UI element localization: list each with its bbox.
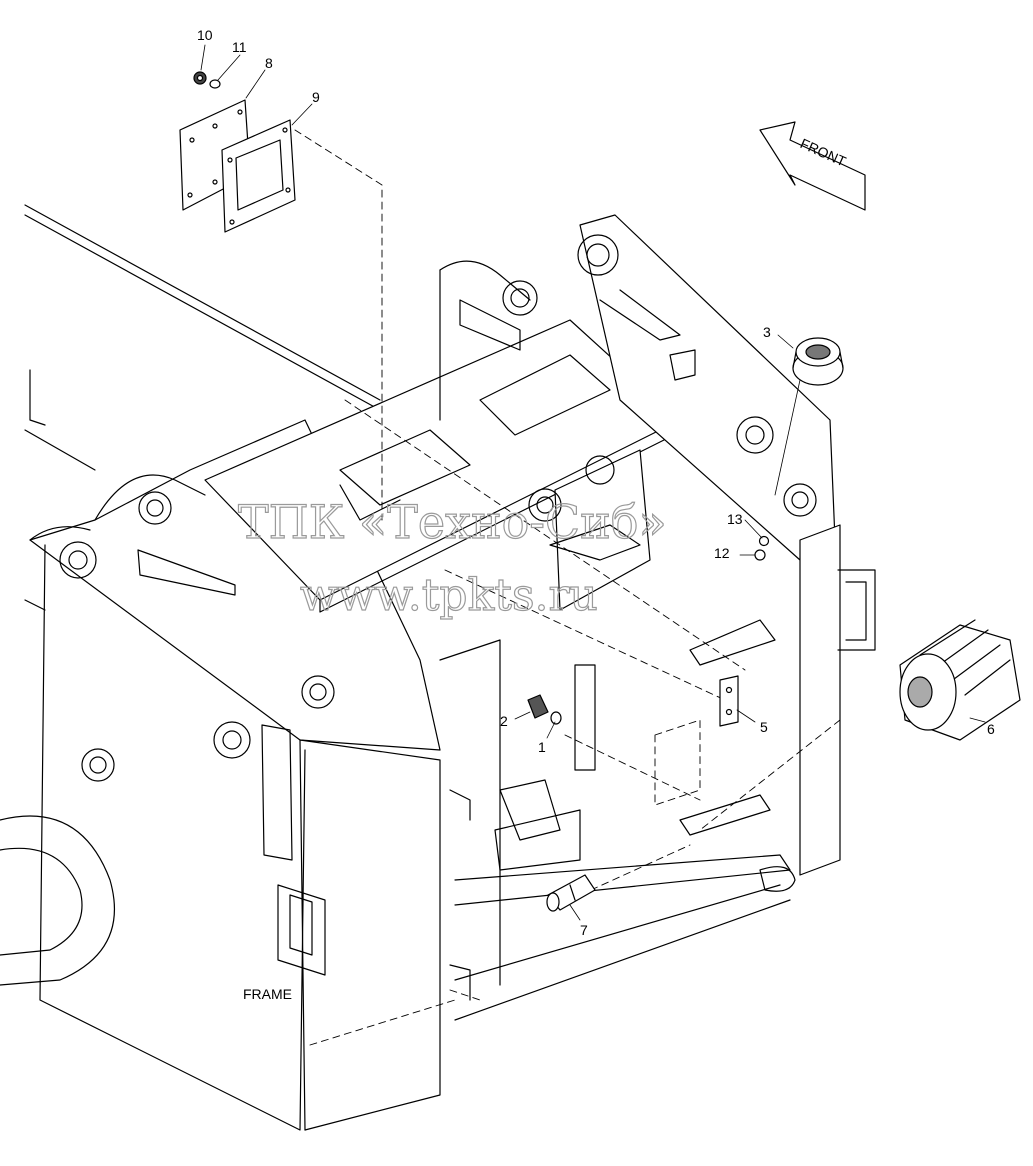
callout-12: 12 [714,545,730,561]
watermark-line-1: ТПК «Техно-Сиб» [238,495,667,549]
breather-cap-part-3 [792,337,844,386]
callout-6: 6 [987,721,995,737]
assembly-dashed-lines [294,129,841,1046]
callout-11: 11 [232,39,247,55]
watermark-line-2: www.tpkts.ru [300,570,598,621]
bracket-part-5 [719,675,739,727]
callout-7: 7 [580,922,588,938]
callout-leader-lines [200,44,986,921]
gasket-part-9 [221,119,296,233]
frame-label: FRAME [243,986,292,1002]
washer-part-13 [758,535,770,547]
front-direction-arrow [759,121,866,211]
callout-8: 8 [265,55,273,71]
callout-10: 10 [197,27,213,43]
sensor-part-7 [546,874,596,912]
frame-right-housing [439,214,876,876]
callout-9: 9 [312,89,320,105]
callout-1: 1 [538,739,546,755]
callout-5: 5 [760,719,768,735]
o-ring-part-1 [550,711,562,725]
nut-part-10 [193,71,207,85]
bolt-part-12 [754,549,766,561]
callout-13: 13 [727,511,743,527]
fitting-part-2 [527,694,549,719]
callout-2: 2 [500,713,508,729]
frame-upper-rail [24,204,381,611]
callout-3: 3 [763,324,771,340]
frame-lower-members [439,619,796,1021]
washer-part-11 [209,79,221,89]
frame-top-plate [204,319,681,613]
filter-cartridge-part-6 [899,619,1021,741]
